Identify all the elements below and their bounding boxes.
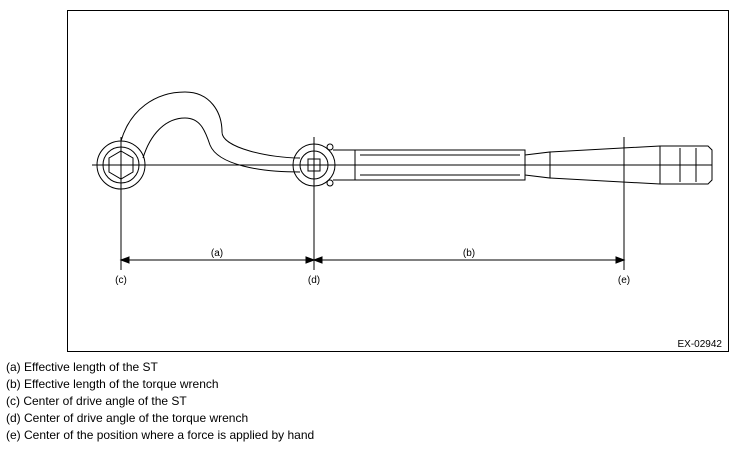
point-d-label: (d): [308, 275, 320, 286]
figure-code: EX-02942: [678, 339, 723, 350]
special-tool: [96, 91, 301, 190]
dimension-b: [312, 256, 626, 264]
legend-item-b: (b) Effective length of the torque wrenc…: [6, 377, 219, 391]
dimension-a-label: (a): [211, 248, 223, 259]
dimension-a: [119, 256, 316, 264]
point-e-label: (e): [618, 275, 630, 286]
dimension-b-label: (b): [463, 248, 475, 259]
legend-item-a: (a) Effective length of the ST: [6, 360, 158, 374]
diagram-frame: [67, 10, 729, 352]
legend-item-c: (c) Center of drive angle of the ST: [6, 394, 187, 408]
legend-item-e: (e) Center of the position where a force…: [6, 428, 315, 442]
legend-item-d: (d) Center of drive angle of the torque …: [6, 411, 249, 425]
legend: (a) Effective length of the ST (b) Effec…: [6, 359, 314, 444]
point-c-label: (c): [115, 275, 127, 286]
